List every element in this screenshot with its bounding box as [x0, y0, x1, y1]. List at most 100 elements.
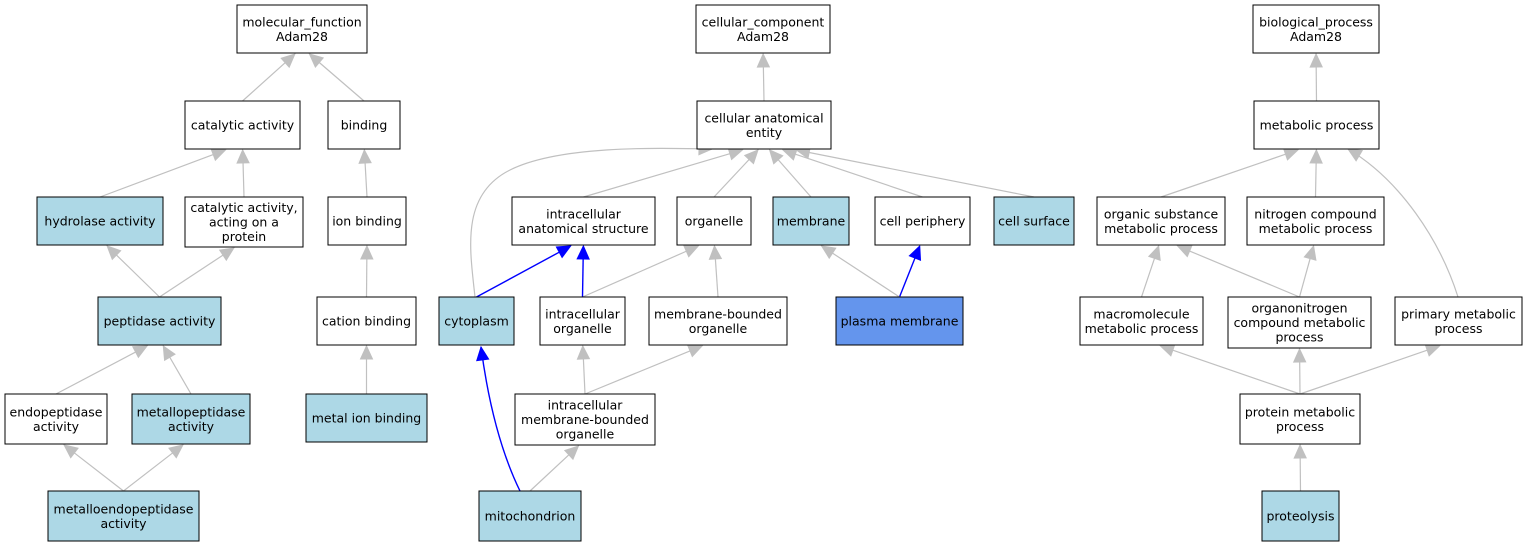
edge-metalloendo-to-endopeptidase-arrowhead — [63, 444, 79, 459]
edge-organelle-to-cae-arrowhead — [743, 149, 759, 165]
edge-plasma-to-membrane — [832, 252, 900, 298]
node-label: hydrolase activity — [44, 214, 156, 229]
node-box — [1261, 490, 1340, 542]
node-label: Adam28 — [737, 29, 789, 44]
edge-metallopeptidase-to-peptidase — [169, 356, 192, 395]
node-metal-ion-binding[interactable]: metal ion binding — [305, 393, 428, 443]
node-organelle[interactable]: organelle — [676, 196, 752, 246]
node-label: membrane — [777, 214, 846, 229]
node-label: nitrogen compound — [1254, 206, 1376, 221]
edge-macro-to-organic — [1140, 258, 1156, 298]
node-box — [696, 100, 832, 150]
node-label: protein metabolic — [1245, 404, 1355, 419]
node-box — [478, 490, 582, 542]
node-peptidase-activity[interactable]: peptidase activity — [97, 296, 222, 346]
edge-cae-to-cc-arrowhead — [756, 52, 771, 68]
node-box — [1394, 296, 1523, 346]
node-cation-binding[interactable]: cation binding — [316, 296, 417, 346]
edge-protein_met-to-macro — [1172, 349, 1301, 395]
node-box — [305, 393, 428, 443]
node-label: Adam28 — [276, 29, 328, 44]
node-metabolic-process[interactable]: metabolic process — [1253, 100, 1380, 150]
edge-cation_binding-to-ion_binding-arrowhead — [360, 244, 374, 260]
node-membrane[interactable]: membrane — [772, 196, 850, 246]
edge-organonitrogen-to-organic-arrowhead — [1176, 244, 1193, 258]
node-proteolysis[interactable]: proteolysis — [1261, 490, 1340, 542]
node-label: cellular anatomical — [704, 110, 823, 125]
node-label: organelle — [553, 321, 612, 336]
node-cell-periphery[interactable]: cell periphery — [874, 196, 971, 246]
node-label: metal ion binding — [312, 411, 422, 426]
node-binding[interactable]: binding — [327, 100, 401, 150]
node-label: protein — [222, 229, 266, 244]
node-box — [327, 100, 401, 150]
node-box — [4, 393, 108, 445]
edge-binding-to-mf — [318, 62, 365, 102]
edge-cat_protein-to-catalytic — [242, 162, 245, 198]
edge-plasma-to-periphery-arrowhead — [908, 244, 922, 262]
node-box — [874, 196, 971, 246]
node-box — [1246, 196, 1385, 246]
edge-metabolic-to-bp-arrowhead — [1309, 52, 1323, 68]
edge-hydrolase-to-catalytic — [99, 154, 214, 198]
node-catalytic-activity[interactable]: catalytic activity — [184, 100, 301, 150]
node-hydrolase-activity[interactable]: hydrolase activity — [36, 196, 164, 246]
edge-cytoplasm-to-ias — [476, 251, 560, 298]
graph-edges — [55, 52, 1459, 492]
node-label: organic substance — [1104, 206, 1219, 221]
edge-cytoplasm-to-cae — [470, 147, 713, 298]
edge-imbo-to-intra_org-arrowhead — [576, 344, 591, 360]
node-box — [695, 4, 831, 54]
node-label: metabolic process — [1260, 118, 1374, 133]
edge-nitrogen-to-metabolic — [1314, 162, 1317, 198]
edge-organic-to-metabolic-arrowhead — [1282, 147, 1299, 161]
node-ion-binding[interactable]: ion binding — [327, 196, 407, 246]
edge-intra_org-to-ias — [581, 258, 584, 298]
node-plasma-membrane[interactable]: plasma membrane — [835, 296, 964, 346]
node-label: entity — [746, 125, 783, 140]
node-label: process — [1434, 321, 1482, 336]
node-label: binding — [341, 118, 388, 133]
node-label: Adam28 — [1290, 29, 1342, 44]
node-box — [835, 296, 964, 346]
edge-primary-to-metabolic — [1347, 148, 1459, 298]
node-label: membrane-bounded — [521, 412, 649, 427]
node-box — [327, 196, 407, 246]
node-cell-surface[interactable]: cell surface — [993, 196, 1075, 246]
node-label: organelle — [685, 214, 744, 229]
edge-ias-to-cae-arrowhead — [727, 147, 744, 161]
edge-primary-to-metabolic-arrowhead — [1346, 148, 1364, 162]
node-cytoplasm[interactable]: cytoplasm — [438, 296, 515, 346]
node-mitochondrion[interactable]: mitochondrion — [478, 490, 582, 542]
edge-metalloendo-to-metallopeptidase-arrowhead — [168, 444, 184, 459]
edge-mb_org-to-organelle-arrowhead — [708, 244, 723, 260]
node-label: organelle — [689, 321, 748, 336]
edge-membrane-to-cae-arrowhead — [768, 149, 784, 165]
node-label: cell surface — [998, 214, 1070, 229]
edge-protein_met-to-primary-arrowhead — [1424, 343, 1441, 357]
node-label: cytoplasm — [444, 314, 509, 329]
node-box — [1096, 196, 1226, 246]
edge-metallopeptidase-to-peptidase-arrowhead — [162, 344, 176, 362]
node-box — [1253, 100, 1380, 150]
edge-ion_binding-to-binding — [364, 162, 368, 198]
